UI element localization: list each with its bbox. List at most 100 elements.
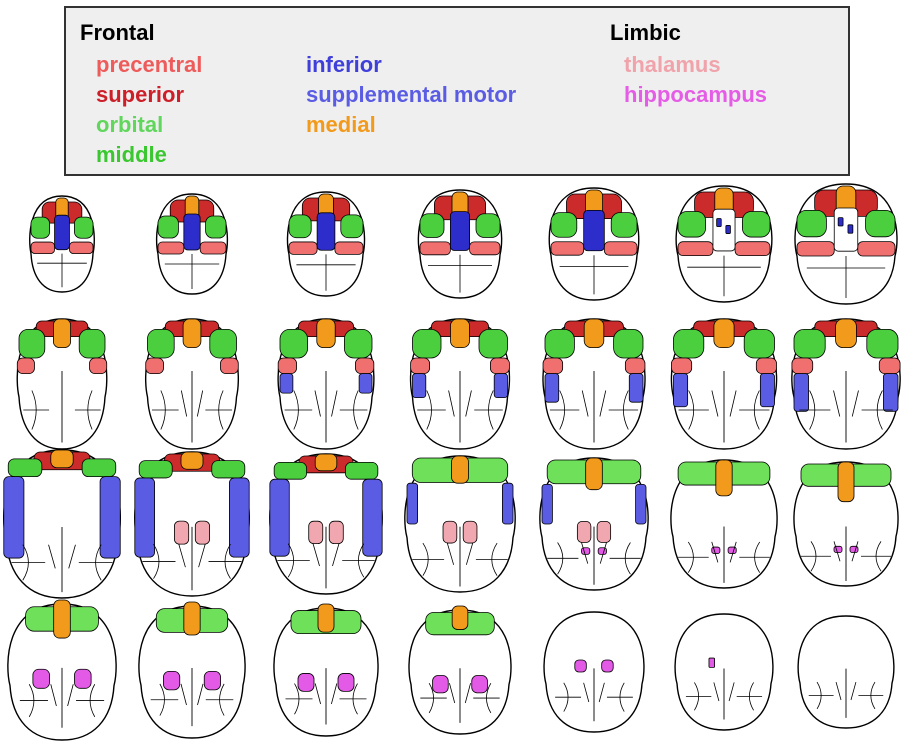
- brain-slice: [135, 452, 250, 596]
- region-middle: [545, 329, 574, 358]
- region-medial: [584, 319, 604, 348]
- brain-slice: [146, 319, 239, 449]
- region-inferior: [502, 483, 513, 524]
- region-inferior: [542, 484, 552, 524]
- region-hippocampus: [602, 660, 614, 672]
- region-middle: [742, 212, 770, 238]
- region-precentral: [756, 358, 776, 374]
- brain-slice: [411, 319, 510, 449]
- region-medial: [716, 460, 732, 496]
- region-hippocampus: [33, 669, 50, 688]
- brain-slice: [795, 184, 897, 304]
- brain-slice: [278, 319, 374, 449]
- region-thalamus: [174, 521, 188, 544]
- region-middle: [797, 210, 826, 236]
- brain-slice: [418, 190, 501, 298]
- brain-slice: [544, 612, 644, 732]
- region-hippocampus: [598, 548, 606, 555]
- region-precentral: [31, 242, 55, 254]
- region-precentral: [792, 358, 813, 374]
- region-medial: [836, 319, 857, 348]
- brain-slice: [274, 604, 378, 736]
- region-precentral: [200, 242, 226, 254]
- region-inferior: [883, 374, 898, 412]
- region-inferior: [270, 479, 289, 556]
- brain-slice: [157, 194, 228, 294]
- region-middle: [341, 215, 363, 238]
- region-hippocampus: [338, 673, 354, 691]
- region-hippocampus: [298, 673, 314, 691]
- region-medial: [452, 456, 469, 483]
- region-middle: [82, 459, 116, 477]
- brain-slice: [798, 616, 894, 728]
- region-middle: [212, 461, 245, 478]
- region-inferior: [363, 479, 382, 556]
- region-precentral: [625, 358, 645, 374]
- brain-slice: [287, 192, 364, 296]
- region-middle: [345, 462, 377, 479]
- region-inferior: [636, 484, 646, 524]
- region-medial: [51, 450, 73, 468]
- region-middle: [614, 329, 643, 358]
- region-precentral: [543, 358, 563, 374]
- region-supplemental-motor: [717, 218, 722, 226]
- region-hippocampus: [204, 671, 220, 689]
- region-inferior: [359, 374, 372, 394]
- region-middle: [274, 462, 306, 479]
- region-precentral: [90, 358, 107, 374]
- region-middle: [74, 217, 93, 238]
- region-thalamus: [463, 521, 477, 543]
- region-inferior: [794, 374, 809, 412]
- brain-slice: [794, 462, 898, 586]
- region-medial: [181, 452, 203, 469]
- region-hippocampus: [433, 676, 449, 693]
- region-precentral: [678, 242, 713, 256]
- region-medial: [183, 319, 201, 348]
- region-precentral: [278, 358, 296, 374]
- brain-slice: [676, 186, 772, 302]
- region-precentral: [879, 358, 900, 374]
- region-supplemental-motor: [726, 225, 731, 233]
- region-inferior: [4, 477, 24, 558]
- region-medial: [451, 319, 470, 348]
- region-hippocampus: [472, 676, 488, 693]
- region-inferior: [629, 374, 643, 403]
- region-precentral: [490, 358, 509, 374]
- region-supplemental-motor: [713, 209, 735, 251]
- region-hippocampus: [163, 671, 179, 689]
- region-supplemental-motor: [838, 218, 843, 226]
- region-medial: [315, 454, 337, 471]
- brain-slice: [8, 600, 116, 740]
- brain-slice: [540, 458, 648, 590]
- region-precentral: [470, 242, 500, 255]
- region-hippocampus: [582, 548, 590, 555]
- region-middle: [866, 210, 895, 236]
- region-precentral: [735, 242, 770, 256]
- region-precentral: [604, 242, 637, 255]
- region-medial: [53, 319, 70, 348]
- region-middle: [476, 214, 500, 238]
- region-precentral: [411, 358, 430, 374]
- brain-slice: [792, 319, 900, 449]
- region-thalamus: [329, 521, 343, 543]
- brain-slice: [30, 196, 95, 292]
- brain-slice: [409, 606, 511, 734]
- region-precentral: [335, 242, 363, 254]
- region-hippocampus: [834, 546, 842, 552]
- region-middle: [148, 329, 175, 358]
- region-hippocampus: [709, 658, 715, 667]
- region-supplemental-motor: [184, 214, 200, 250]
- brain-slice: [17, 319, 107, 449]
- region-thalamus: [309, 521, 323, 543]
- region-precentral: [858, 242, 895, 256]
- region-middle: [413, 329, 442, 358]
- region-precentral: [289, 242, 317, 254]
- region-middle: [79, 329, 105, 358]
- region-thalamus: [443, 521, 457, 543]
- region-middle: [280, 329, 308, 358]
- region-middle: [206, 216, 226, 238]
- region-precentral: [420, 242, 450, 255]
- brain-slice: [671, 319, 776, 449]
- region-inferior: [280, 374, 293, 394]
